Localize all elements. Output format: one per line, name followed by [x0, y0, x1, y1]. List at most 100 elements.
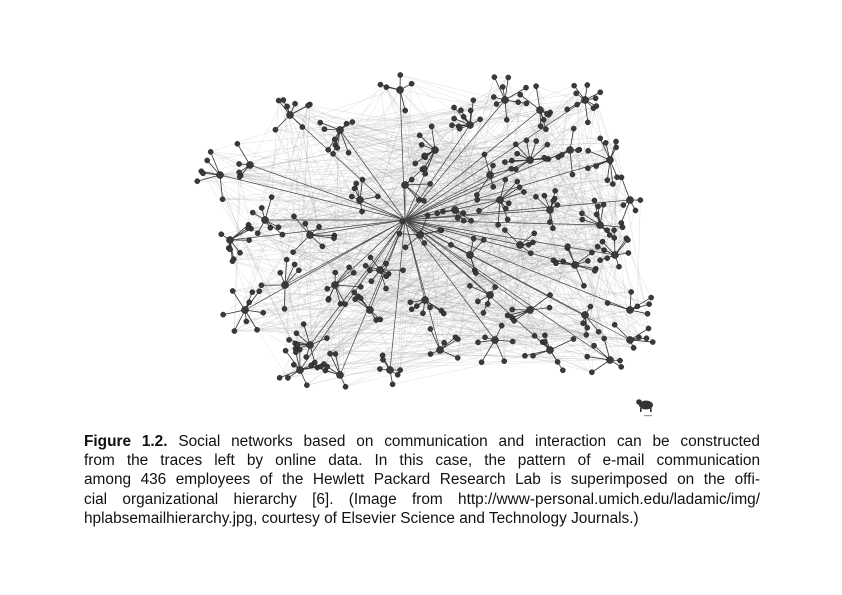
email-edge: [339, 129, 524, 193]
email-edge: [234, 172, 240, 332]
email-edge: [581, 98, 596, 214]
employee-node: [584, 82, 591, 88]
email-edge: [400, 74, 551, 113]
email-edge: [251, 213, 438, 229]
email-edge: [595, 98, 615, 238]
employee-node: [522, 352, 528, 359]
employee-node: [343, 120, 350, 127]
email-edge: [197, 99, 586, 182]
email-edge: [397, 83, 412, 375]
email-edge: [370, 257, 634, 349]
email-edge: [275, 129, 346, 305]
employee-node: [194, 178, 201, 184]
employee-node: [350, 270, 357, 276]
email-edge: [397, 331, 599, 375]
email-edge: [234, 126, 541, 332]
employee-node: [421, 296, 429, 304]
email-edge: [419, 234, 496, 341]
email-edge: [596, 106, 622, 178]
email-edge: [430, 307, 586, 316]
email-edge: [335, 269, 381, 355]
email-edge: [284, 89, 401, 286]
employee-node: [286, 337, 292, 343]
email-edge: [256, 329, 289, 378]
employee-node: [560, 367, 566, 374]
email-edge: [239, 154, 485, 177]
employee-node: [316, 223, 322, 230]
email-edge: [539, 104, 578, 111]
email-edge: [299, 298, 329, 350]
employee-node: [299, 124, 306, 130]
employee-node: [606, 156, 614, 164]
email-edge: [425, 157, 496, 288]
email-edge: [411, 83, 551, 351]
email-edge: [210, 83, 412, 153]
email-edge: [329, 230, 442, 354]
employee-node: [396, 86, 404, 94]
employee-node: [601, 247, 607, 253]
employee-node: [502, 159, 508, 165]
email-edge: [519, 244, 531, 311]
hierarchy-link: [404, 219, 631, 341]
employee-node: [421, 197, 427, 204]
hierarchy-link: [404, 124, 471, 221]
email-edge: [369, 154, 485, 271]
employee-node: [249, 209, 256, 216]
email-edge: [477, 87, 527, 302]
employee-node: [511, 318, 517, 324]
email-edge: [323, 234, 610, 365]
email-edge: [587, 210, 636, 357]
employee-node: [478, 359, 485, 365]
employee-node: [484, 301, 491, 307]
hierarchy-link: [504, 87, 527, 101]
employee-node: [346, 264, 352, 271]
email-edge: [548, 158, 588, 169]
hierarchy-link: [284, 219, 406, 286]
email-edge: [219, 129, 341, 176]
employee-node: [513, 141, 519, 148]
employee-node: [546, 206, 554, 214]
hierarchy-link: [476, 174, 491, 196]
email-edge: [369, 199, 631, 271]
email-edge: [360, 270, 475, 299]
hierarchy-link: [629, 297, 652, 311]
employee-node: [376, 266, 384, 274]
employee-node: [327, 350, 333, 357]
email-edge: [528, 244, 608, 304]
employee-node: [592, 268, 598, 274]
employee-node: [246, 237, 252, 243]
email-edge: [335, 128, 460, 146]
email-edge: [298, 183, 613, 271]
employee-node: [566, 146, 574, 154]
email-edge: [223, 87, 527, 315]
employee-node: [533, 83, 539, 89]
hierarchy-link: [329, 353, 341, 376]
employee-node: [337, 301, 344, 307]
employee-node: [634, 303, 641, 310]
email-edge: [534, 200, 595, 336]
employee-node: [291, 361, 297, 368]
employee-node: [342, 301, 348, 307]
email-edge: [278, 227, 300, 350]
employee-node: [584, 324, 591, 331]
employee-node: [649, 339, 656, 345]
employee-node: [523, 84, 529, 91]
employee-node: [424, 212, 431, 219]
employee-node: [226, 236, 234, 244]
email-edge: [549, 200, 554, 296]
email-edge: [424, 242, 621, 361]
email-edge: [348, 152, 452, 245]
email-edge: [545, 104, 578, 159]
email-edge: [443, 116, 464, 314]
email-edge: [308, 105, 432, 127]
email-edge: [259, 291, 458, 359]
email-edge: [529, 159, 593, 373]
hierarchy-link: [404, 219, 611, 361]
email-edge: [340, 260, 601, 304]
employee-node: [569, 171, 576, 178]
employee-node: [254, 327, 260, 333]
email-edge: [549, 307, 584, 324]
email-edge: [512, 317, 587, 336]
email-edge: [295, 226, 320, 349]
